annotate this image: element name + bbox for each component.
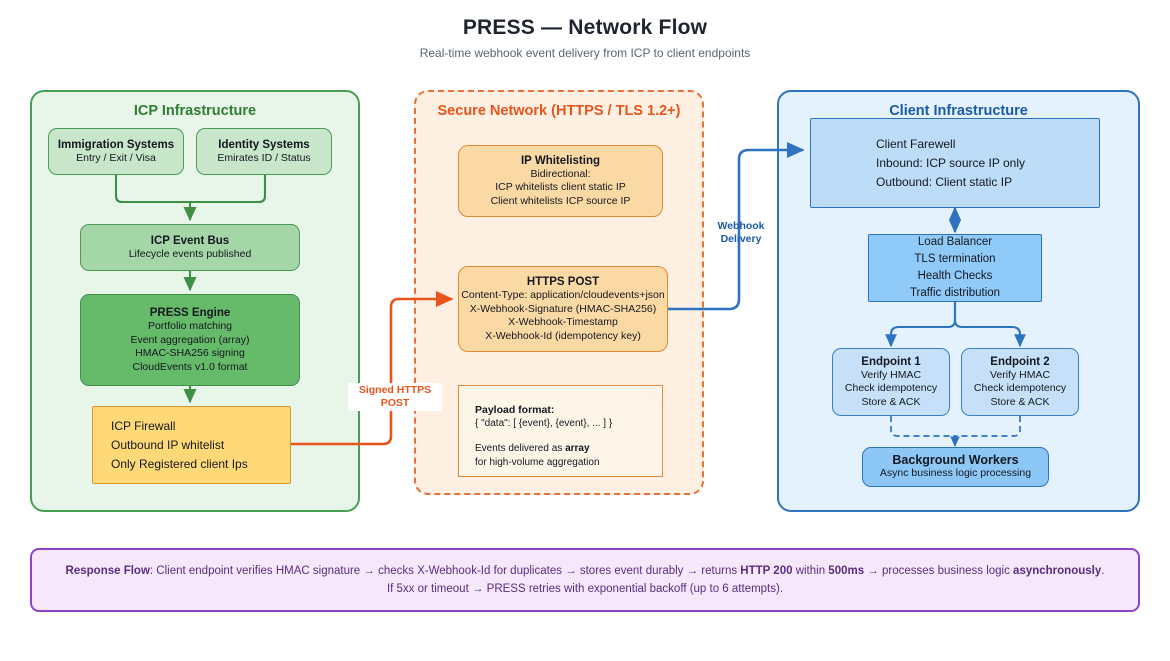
signed-post-line1: Signed HTTPS (358, 384, 432, 396)
icp-event-bus-title: ICP Event Bus (150, 234, 230, 247)
load-balancer-line4: Traffic distribution (909, 287, 1001, 299)
node-https-post[interactable]: HTTPS POST Content-Type: application/clo… (458, 266, 668, 352)
node-immigration-systems[interactable]: Immigration Systems Entry / Exit / Visa (48, 128, 184, 175)
client-firewall-line1: Client Farewell (876, 136, 956, 151)
press-engine-title: PRESS Engine (149, 307, 231, 319)
payload-note-line2-prefix: Events delivered as (475, 443, 566, 454)
node-background-workers[interactable]: Background Workers Async business logic … (862, 447, 1049, 487)
endpoint-1-line1: Verify HMAC (860, 368, 922, 381)
https-post-line3: X-Webhook-Timestamp (508, 316, 618, 328)
icp-firewall-line2: Outbound IP whitelist (111, 437, 225, 452)
response-flow-seg3: → processes business logic (864, 565, 1014, 577)
response-flow-line1: Response Flow: Client endpoint verifies … (52, 562, 1119, 580)
endpoint-1-line3: Store & ACK (861, 395, 921, 408)
webhook-line2: Delivery (720, 233, 762, 245)
press-engine-line2: Event aggregation (array) (130, 333, 250, 346)
zone-icp-title: ICP Infrastructure (133, 103, 257, 119)
identity-systems-line1: Emirates ID / Status (217, 151, 311, 164)
https-post-line2: X-Webhook-Signature (HMAC-SHA256) (469, 302, 657, 315)
https-post-line1: Content-Type: application/cloudevents+js… (461, 289, 665, 301)
press-engine-line4: CloudEvents v1.0 format (132, 360, 248, 373)
node-icp-firewall[interactable]: ICP Firewall Outbound IP whitelist Only … (92, 406, 291, 484)
payload-note-line2-bold: array (565, 443, 590, 454)
response-flow-seg1: : Client endpoint verifies HMAC signatur… (149, 565, 741, 577)
page-subtitle: Real-time webhook event delivery from IC… (419, 46, 751, 60)
webhook-line1: Webhook (717, 220, 765, 232)
node-payload-format-note[interactable]: Payload format: { "data": [ {event}, {ev… (458, 385, 663, 477)
node-ip-whitelisting[interactable]: IP Whitelisting Bidirectional: ICP white… (458, 145, 663, 217)
icp-event-bus-line1: Lifecycle events published (128, 247, 252, 260)
node-icp-event-bus[interactable]: ICP Event Bus Lifecycle events published (80, 224, 300, 271)
endpoint-2-line3: Store & ACK (990, 395, 1050, 408)
icp-firewall-line3: Only Registered client Ips (111, 456, 248, 471)
payload-note-line2: Events delivered as array (475, 442, 662, 456)
identity-systems-title: Identity Systems (218, 138, 310, 151)
response-flow-seg4: . (1101, 565, 1105, 577)
immigration-systems-line1: Entry / Exit / Visa (76, 151, 156, 164)
response-flow-b2: 500ms (828, 565, 865, 577)
client-firewall-line3: Outbound: Client static IP (876, 174, 1013, 189)
response-flow-line2: If 5xx or timeout → PRESS retries with e… (386, 583, 784, 595)
background-workers-line1: Async business logic processing (879, 467, 1032, 480)
response-flow-label: Response Flow (65, 565, 150, 577)
node-endpoint-2[interactable]: Endpoint 2 Verify HMAC Check idempotency… (961, 348, 1079, 416)
payload-note-line3: for high-volume aggregation (475, 457, 600, 468)
https-post-line4: X-Webhook-Id (idempotency key) (485, 329, 641, 342)
client-firewall-line2: Inbound: ICP source IP only (876, 155, 1025, 170)
press-engine-line1: Portfolio matching (147, 320, 233, 332)
response-flow-banner: Response Flow: Client endpoint verifies … (30, 548, 1140, 612)
press-engine-line3: HMAC-SHA256 signing (135, 347, 245, 359)
payload-note-line1: { "data": [ {event}, {event}, ... ] } (475, 418, 613, 429)
background-workers-title: Background Workers (892, 453, 1019, 468)
note-fold-inner-icon (645, 386, 662, 403)
signed-post-line2: POST (380, 397, 410, 409)
node-client-firewall[interactable]: Client Farewell Inbound: ICP source IP o… (810, 118, 1100, 208)
zone-secure-title: Secure Network (HTTPS / TLS 1.2+) (437, 103, 681, 119)
connector-label-webhook-delivery: Webhook Delivery (700, 219, 782, 247)
payload-note-title: Payload format: (475, 404, 555, 416)
ip-whitelisting-line3: Client whitelists ICP source IP (490, 194, 631, 207)
https-post-title: HTTPS POST (526, 276, 600, 288)
node-press-engine[interactable]: PRESS Engine Portfolio matching Event ag… (80, 294, 300, 386)
ip-whitelisting-title: IP Whitelisting (520, 154, 600, 167)
load-balancer-line2: TLS termination (914, 253, 996, 265)
node-endpoint-1[interactable]: Endpoint 1 Verify HMAC Check idempotency… (832, 348, 950, 416)
endpoint-2-title: Endpoint 2 (990, 355, 1050, 368)
zone-client-title: Client Infrastructure (889, 103, 1028, 119)
endpoint-2-line1: Verify HMAC (989, 368, 1051, 381)
response-flow-b1: HTTP 200 (740, 565, 793, 577)
payload-note-spacer (475, 431, 662, 442)
endpoint-2-line2: Check idempotency (973, 382, 1067, 395)
ip-whitelisting-line1: Bidirectional: (530, 167, 591, 180)
endpoint-1-line2: Check idempotency (844, 382, 938, 395)
icp-firewall-line1: ICP Firewall (111, 418, 176, 433)
response-flow-seg2: within (792, 565, 829, 577)
immigration-systems-title: Immigration Systems (57, 138, 175, 151)
node-identity-systems[interactable]: Identity Systems Emirates ID / Status (196, 128, 332, 175)
load-balancer-line1: Load Balancer (917, 236, 993, 248)
response-flow-b3: asynchronously (1013, 565, 1102, 577)
load-balancer-line3: Health Checks (917, 270, 993, 282)
connector-label-signed-https-post: Signed HTTPS POST (348, 383, 442, 411)
ip-whitelisting-line2: ICP whitelists client static IP (495, 181, 626, 194)
page-title: PRESS — Network Flow (462, 16, 708, 39)
endpoint-1-title: Endpoint 1 (861, 355, 921, 368)
node-load-balancer[interactable]: Load Balancer TLS termination Health Che… (868, 234, 1042, 302)
